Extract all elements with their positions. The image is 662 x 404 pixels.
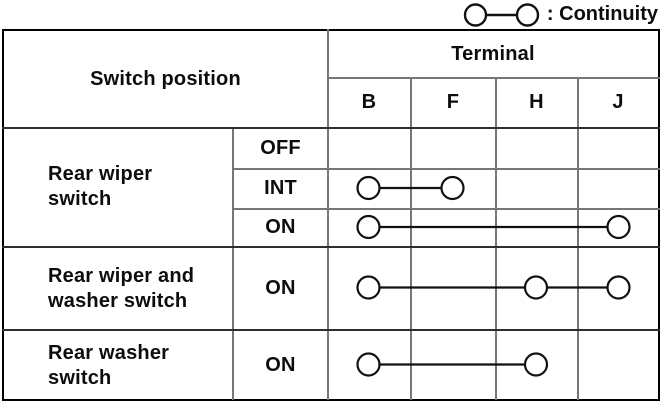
grid-line — [327, 29, 329, 400]
terminal-column-f: F — [446, 91, 460, 113]
continuity-symbol-icon — [463, 2, 540, 27]
position-cell-on-washer: ON — [265, 354, 296, 376]
terminal-column-b: B — [361, 91, 377, 113]
grid-line — [577, 77, 579, 400]
grid-line — [410, 77, 412, 400]
table-border — [2, 29, 660, 401]
switch-name-line: switch — [48, 188, 112, 210]
switch-name-line: Rear wiper and — [48, 264, 195, 287]
switch-name-line: washer switch — [48, 289, 188, 312]
switch-name-line: Rear washer — [48, 341, 170, 364]
position-cell-on-wiper: ON — [265, 215, 296, 238]
position-cell-off: OFF — [260, 136, 301, 159]
continuity-legend-label: : Continuity — [546, 3, 658, 25]
switch-group-rear-wiper: Rear wiper switch — [4, 128, 232, 246]
terminal-column-j: J — [612, 91, 624, 113]
grid-line — [327, 77, 660, 79]
grid-line — [495, 77, 497, 400]
position-cell-on-wiper-washer: ON — [265, 277, 296, 299]
switch-group-rear-washer: Rear washer switch — [4, 331, 232, 400]
terminal-header: Terminal — [451, 42, 535, 65]
switch-group-rear-wiper-and-washer: Rear wiper and washer switch — [4, 248, 232, 329]
switch-name-line: switch — [48, 366, 112, 389]
terminal-column-h: H — [529, 91, 544, 113]
grid-line — [2, 127, 660, 129]
continuity-legend: : Continuity — [462, 1, 658, 28]
grid-line — [232, 168, 660, 170]
grid-line — [232, 208, 660, 210]
grid-line — [2, 246, 660, 248]
grid-line — [2, 329, 660, 331]
switch-name-line: Rear wiper — [48, 163, 153, 185]
switch-position-header: Switch position — [90, 67, 241, 90]
grid-line — [232, 128, 234, 400]
position-cell-int: INT — [264, 176, 297, 199]
